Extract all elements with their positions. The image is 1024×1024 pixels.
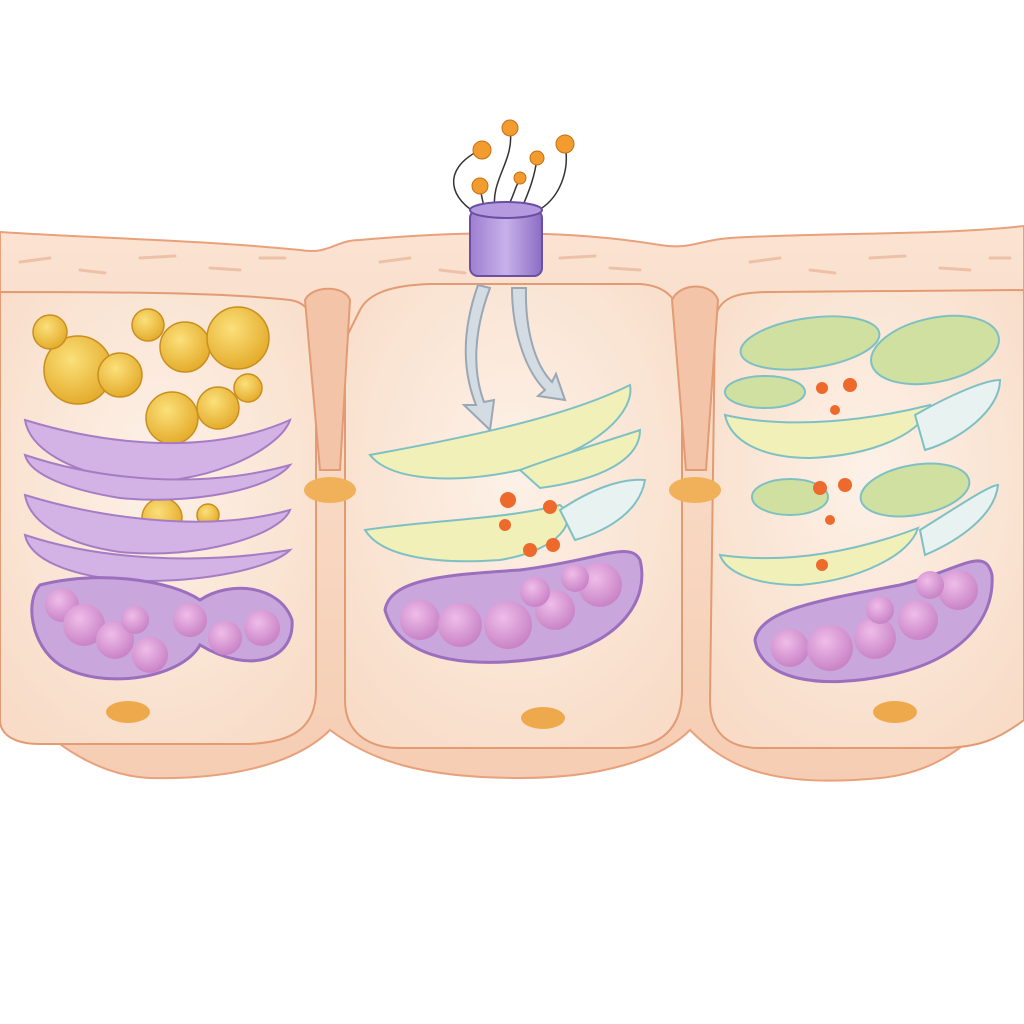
junction-left (303, 287, 352, 471)
green-bodies-right (724, 314, 1000, 518)
organelle-right (753, 559, 994, 684)
organelle-middle (383, 549, 644, 664)
mitochondrion-left (30, 576, 294, 681)
wall-texture (18, 254, 1012, 275)
chloroplast-stack-right (718, 378, 1002, 587)
ions-top (471, 119, 575, 195)
junction-right (670, 285, 720, 471)
lipid-droplets (32, 306, 270, 539)
endoplasmic-reticulum-left (23, 418, 293, 582)
junction-spot-right (669, 477, 721, 503)
nucleus-spot-right (873, 701, 917, 723)
ions-right (813, 378, 857, 571)
chloroplast-stack-middle (363, 383, 647, 563)
nucleus-spot-left (106, 701, 150, 723)
junction-spot-left (304, 477, 356, 503)
ions-middle (499, 492, 560, 557)
channel-protein (469, 201, 543, 277)
nucleus-spot-middle (521, 707, 565, 729)
